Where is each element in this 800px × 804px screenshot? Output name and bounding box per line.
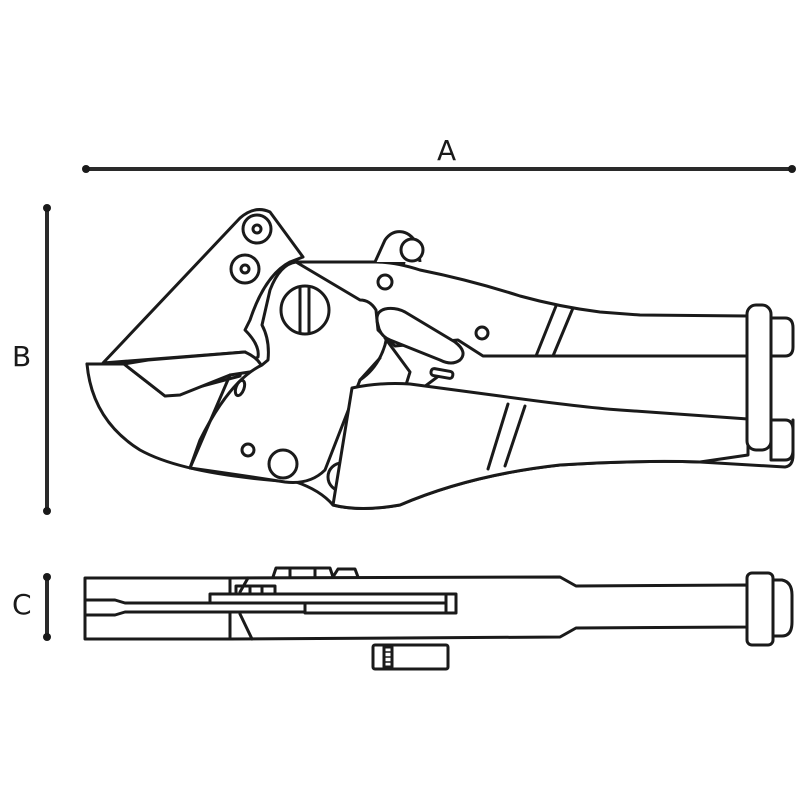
dimension-label-a: A [437,134,457,167]
top-view [83,566,794,671]
dimension-line-a [82,165,796,173]
dimension-line-c [43,573,51,641]
dimension-label-c: C [12,588,32,621]
dimension-line-b [43,204,51,515]
dimension-label-b: B [12,340,32,373]
side-view [85,208,795,510]
